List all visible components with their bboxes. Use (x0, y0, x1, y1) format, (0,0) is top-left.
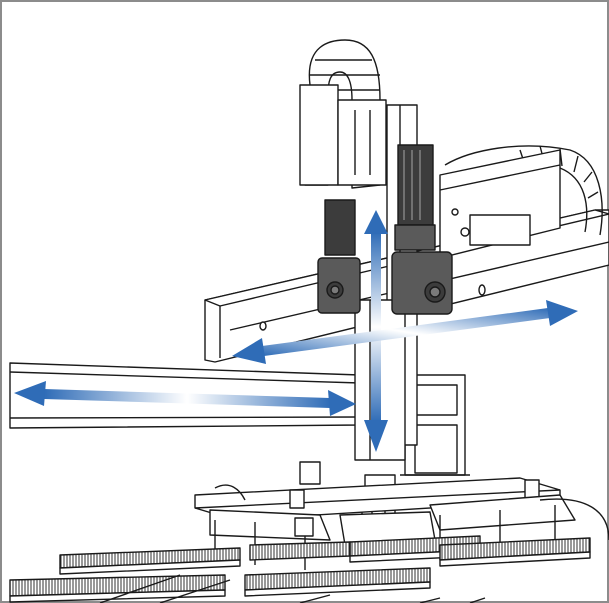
cable-loop-right (539, 498, 609, 541)
horizontal-axis-arrow (14, 381, 356, 416)
beam-carriage (439, 149, 561, 259)
rack-tray-left-upper (59, 547, 241, 575)
rack-tray-left-lower (9, 574, 226, 603)
support-frame (400, 374, 470, 476)
rack-tray-right (439, 537, 591, 567)
floor-lines (99, 574, 486, 603)
vertical-axis-arrow (364, 210, 388, 452)
depth-axis-arrow (232, 300, 578, 364)
motor-left (317, 199, 361, 314)
motor-right (391, 144, 453, 315)
cable-chain-top (299, 39, 387, 189)
rack-tray-mid (249, 541, 351, 561)
rack-tray-center (244, 567, 431, 597)
